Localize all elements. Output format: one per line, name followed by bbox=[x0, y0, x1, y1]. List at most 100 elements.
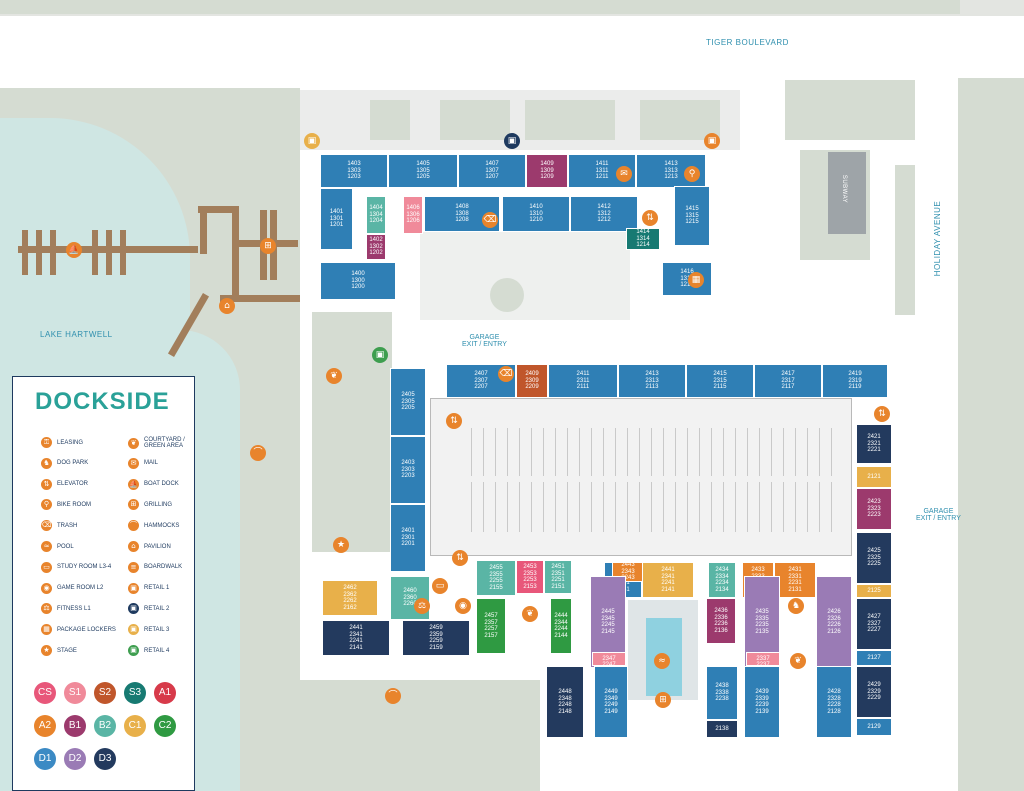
unit-block[interactable]: 2127 bbox=[856, 650, 892, 666]
unit-block[interactable]: 2457 2357 2257 2157 bbox=[476, 598, 506, 654]
star-icon[interactable]: ★ bbox=[333, 537, 349, 553]
unit-block[interactable]: 2434 2334 2234 2134 bbox=[708, 562, 736, 598]
grill-icon[interactable]: ⊞ bbox=[655, 692, 671, 708]
unit-block[interactable]: 2436 2336 2236 2136 bbox=[706, 598, 736, 644]
unit-block[interactable]: 2405 2305 2205 bbox=[390, 368, 426, 436]
unit-block[interactable]: 2462 2362 2262 2162 bbox=[322, 580, 378, 616]
unit-block[interactable]: 1407 1307 1207 bbox=[458, 154, 526, 188]
unit-block[interactable]: 2447 2347 2247 bbox=[592, 652, 626, 666]
unit-block[interactable]: 2417 2317 2117 bbox=[754, 364, 822, 398]
unit-block[interactable]: 1404 1304 1204 bbox=[366, 196, 386, 234]
legend-item-label: RETAIL 4 bbox=[144, 647, 170, 654]
grill-icon[interactable]: ⊞ bbox=[260, 238, 276, 254]
legend-item-label: DOG PARK bbox=[57, 460, 89, 467]
hammock-icon[interactable]: ⌒ bbox=[250, 445, 266, 461]
star-icon: ★ bbox=[41, 645, 52, 656]
unit-block[interactable]: 2453 2353 2253 2153 bbox=[516, 560, 544, 594]
unit-block[interactable]: 2421 2321 2221 bbox=[856, 424, 892, 464]
unit-block[interactable]: 2441 2341 2241 2141 bbox=[322, 620, 390, 656]
unit-block[interactable]: 2448 2348 2248 2148 bbox=[546, 666, 584, 738]
unit-block[interactable]: 2444 2344 2244 2144 bbox=[550, 598, 572, 654]
unit-block[interactable]: 2441 2341 2241 2141 bbox=[642, 562, 694, 598]
trash-icon[interactable]: ⌫ bbox=[482, 212, 498, 228]
lake-label: LAKE HARTWELL bbox=[40, 330, 113, 339]
retail-bag-icon[interactable]: ▣ bbox=[704, 133, 720, 149]
top-green-strip bbox=[0, 0, 960, 14]
unit-block[interactable]: 1400 1300 1200 bbox=[320, 262, 396, 300]
legend-item-label: COURTYARD / GREEN AREA bbox=[144, 437, 185, 449]
unit-block[interactable]: 2415 2315 2115 bbox=[686, 364, 754, 398]
legend-item: ⚿LEASING bbox=[41, 437, 83, 448]
unit-block[interactable]: 1406 1306 1206 bbox=[403, 196, 423, 234]
legend-item-label: ELEVATOR bbox=[57, 481, 89, 488]
unit-block[interactable]: 1415 1315 1215 bbox=[674, 186, 710, 246]
elevator-icon[interactable]: ⇅ bbox=[874, 406, 890, 422]
unit-block[interactable]: 2451 2351 2251 2151 bbox=[544, 560, 572, 594]
unit-block[interactable]: 1403 1303 1203 bbox=[320, 154, 388, 188]
dog-icon[interactable]: ♞ bbox=[788, 598, 804, 614]
unit-block[interactable]: 1405 1305 1205 bbox=[388, 154, 458, 188]
legend-item: ⚲BIKE ROOM bbox=[41, 499, 91, 511]
unit-block[interactable]: 2409 2309 2209 bbox=[516, 364, 548, 398]
unit-block[interactable]: 1416 1316 1216 bbox=[662, 262, 712, 296]
unit-block[interactable]: 2459 2359 2259 2159 bbox=[402, 620, 470, 656]
legend-item: ⇅ELEVATOR bbox=[41, 478, 89, 490]
unit-block[interactable]: 2129 bbox=[856, 718, 892, 736]
pavilion-icon[interactable]: ⌂ bbox=[219, 298, 235, 314]
leaf-icon[interactable]: ❦ bbox=[790, 653, 806, 669]
retail-bag-icon[interactable]: ▣ bbox=[372, 347, 388, 363]
retail-bag-icon[interactable]: ▣ bbox=[504, 133, 520, 149]
unit-block[interactable]: 2438 2338 2238 bbox=[706, 666, 738, 720]
unit-type-swatch: A1 bbox=[154, 682, 176, 704]
unit-block[interactable]: 2401 2301 2201 bbox=[390, 504, 426, 572]
trash-icon[interactable]: ⌫ bbox=[498, 366, 514, 382]
unit-block[interactable]: 1410 1310 1210 bbox=[502, 196, 570, 232]
unit-block[interactable]: 2427 2327 2227 bbox=[856, 598, 892, 650]
garage-right-label: GARAGE EXIT / ENTRY bbox=[916, 508, 961, 522]
boat-icon[interactable]: ⛵ bbox=[66, 242, 82, 258]
game-icon[interactable]: ◉ bbox=[455, 598, 471, 614]
package-icon[interactable]: ▦ bbox=[688, 272, 704, 288]
unit-block[interactable]: 2138 bbox=[706, 720, 738, 738]
legend-item: ⌂PAVILION bbox=[128, 541, 171, 552]
study-icon[interactable]: ▭ bbox=[432, 578, 448, 594]
unit-block[interactable]: 2411 2311 2111 bbox=[548, 364, 618, 398]
retail-bag-icon[interactable]: ▣ bbox=[304, 133, 320, 149]
unit-block[interactable]: 2429 2329 2229 bbox=[856, 666, 892, 718]
legend-item-label: RETAIL 2 bbox=[144, 605, 170, 612]
unit-block[interactable]: 2431 2331 2231 2131 bbox=[774, 562, 816, 598]
legend-item: ▣RETAIL 3 bbox=[128, 624, 169, 636]
fitness-icon[interactable]: ⚖ bbox=[414, 598, 430, 614]
unit-block[interactable]: 2449 2349 2249 2149 bbox=[594, 666, 628, 738]
mail-icon[interactable]: ✉ bbox=[616, 166, 632, 182]
unit-block[interactable]: 2121 bbox=[856, 466, 892, 488]
leaf-icon[interactable]: ❦ bbox=[522, 606, 538, 622]
unit-block[interactable]: 1402 1302 1202 bbox=[366, 234, 386, 260]
unit-block[interactable]: 1412 1312 1212 bbox=[570, 196, 638, 232]
elevator-icon[interactable]: ⇅ bbox=[452, 550, 468, 566]
hammock-icon[interactable]: ⌒ bbox=[385, 688, 401, 704]
legend-item: ⊞GRILLING bbox=[128, 499, 172, 511]
unit-block[interactable]: 1409 1309 1209 bbox=[526, 154, 568, 188]
unit-block[interactable]: 2425 2325 2225 bbox=[856, 532, 892, 584]
unit-block[interactable]: 2423 2323 2223 bbox=[856, 488, 892, 530]
unit-block[interactable]: 2413 2313 2113 bbox=[618, 364, 686, 398]
unit-type-swatch: B1 bbox=[64, 715, 86, 737]
unit-block[interactable]: 1401 1301 1201 bbox=[320, 188, 353, 250]
pool-icon[interactable]: ≈ bbox=[654, 653, 670, 669]
unit-block[interactable]: 2125 bbox=[856, 584, 892, 598]
leaf-icon[interactable]: ❦ bbox=[326, 368, 342, 384]
unit-block[interactable]: 2439 2339 2239 2139 bbox=[744, 666, 780, 738]
trash-icon: ⌫ bbox=[41, 520, 52, 532]
bike-icon[interactable]: ⚲ bbox=[684, 166, 700, 182]
unit-block[interactable]: 2426 2326 2226 2126 bbox=[816, 576, 852, 668]
legend-item-label: PAVILION bbox=[144, 543, 171, 550]
unit-block[interactable]: 2455 2355 2255 2155 bbox=[476, 560, 516, 596]
elevator-icon[interactable]: ⇅ bbox=[642, 210, 658, 226]
unit-block[interactable]: 2428 2328 2228 2128 bbox=[816, 666, 852, 738]
unit-block[interactable]: 2437 2337 2237 bbox=[746, 652, 780, 666]
unit-block[interactable]: 1414 1314 1214 bbox=[626, 228, 660, 250]
unit-block[interactable]: 2419 2319 2119 bbox=[822, 364, 888, 398]
elevator-icon[interactable]: ⇅ bbox=[446, 413, 462, 429]
unit-block[interactable]: 2403 2303 2203 bbox=[390, 436, 426, 504]
